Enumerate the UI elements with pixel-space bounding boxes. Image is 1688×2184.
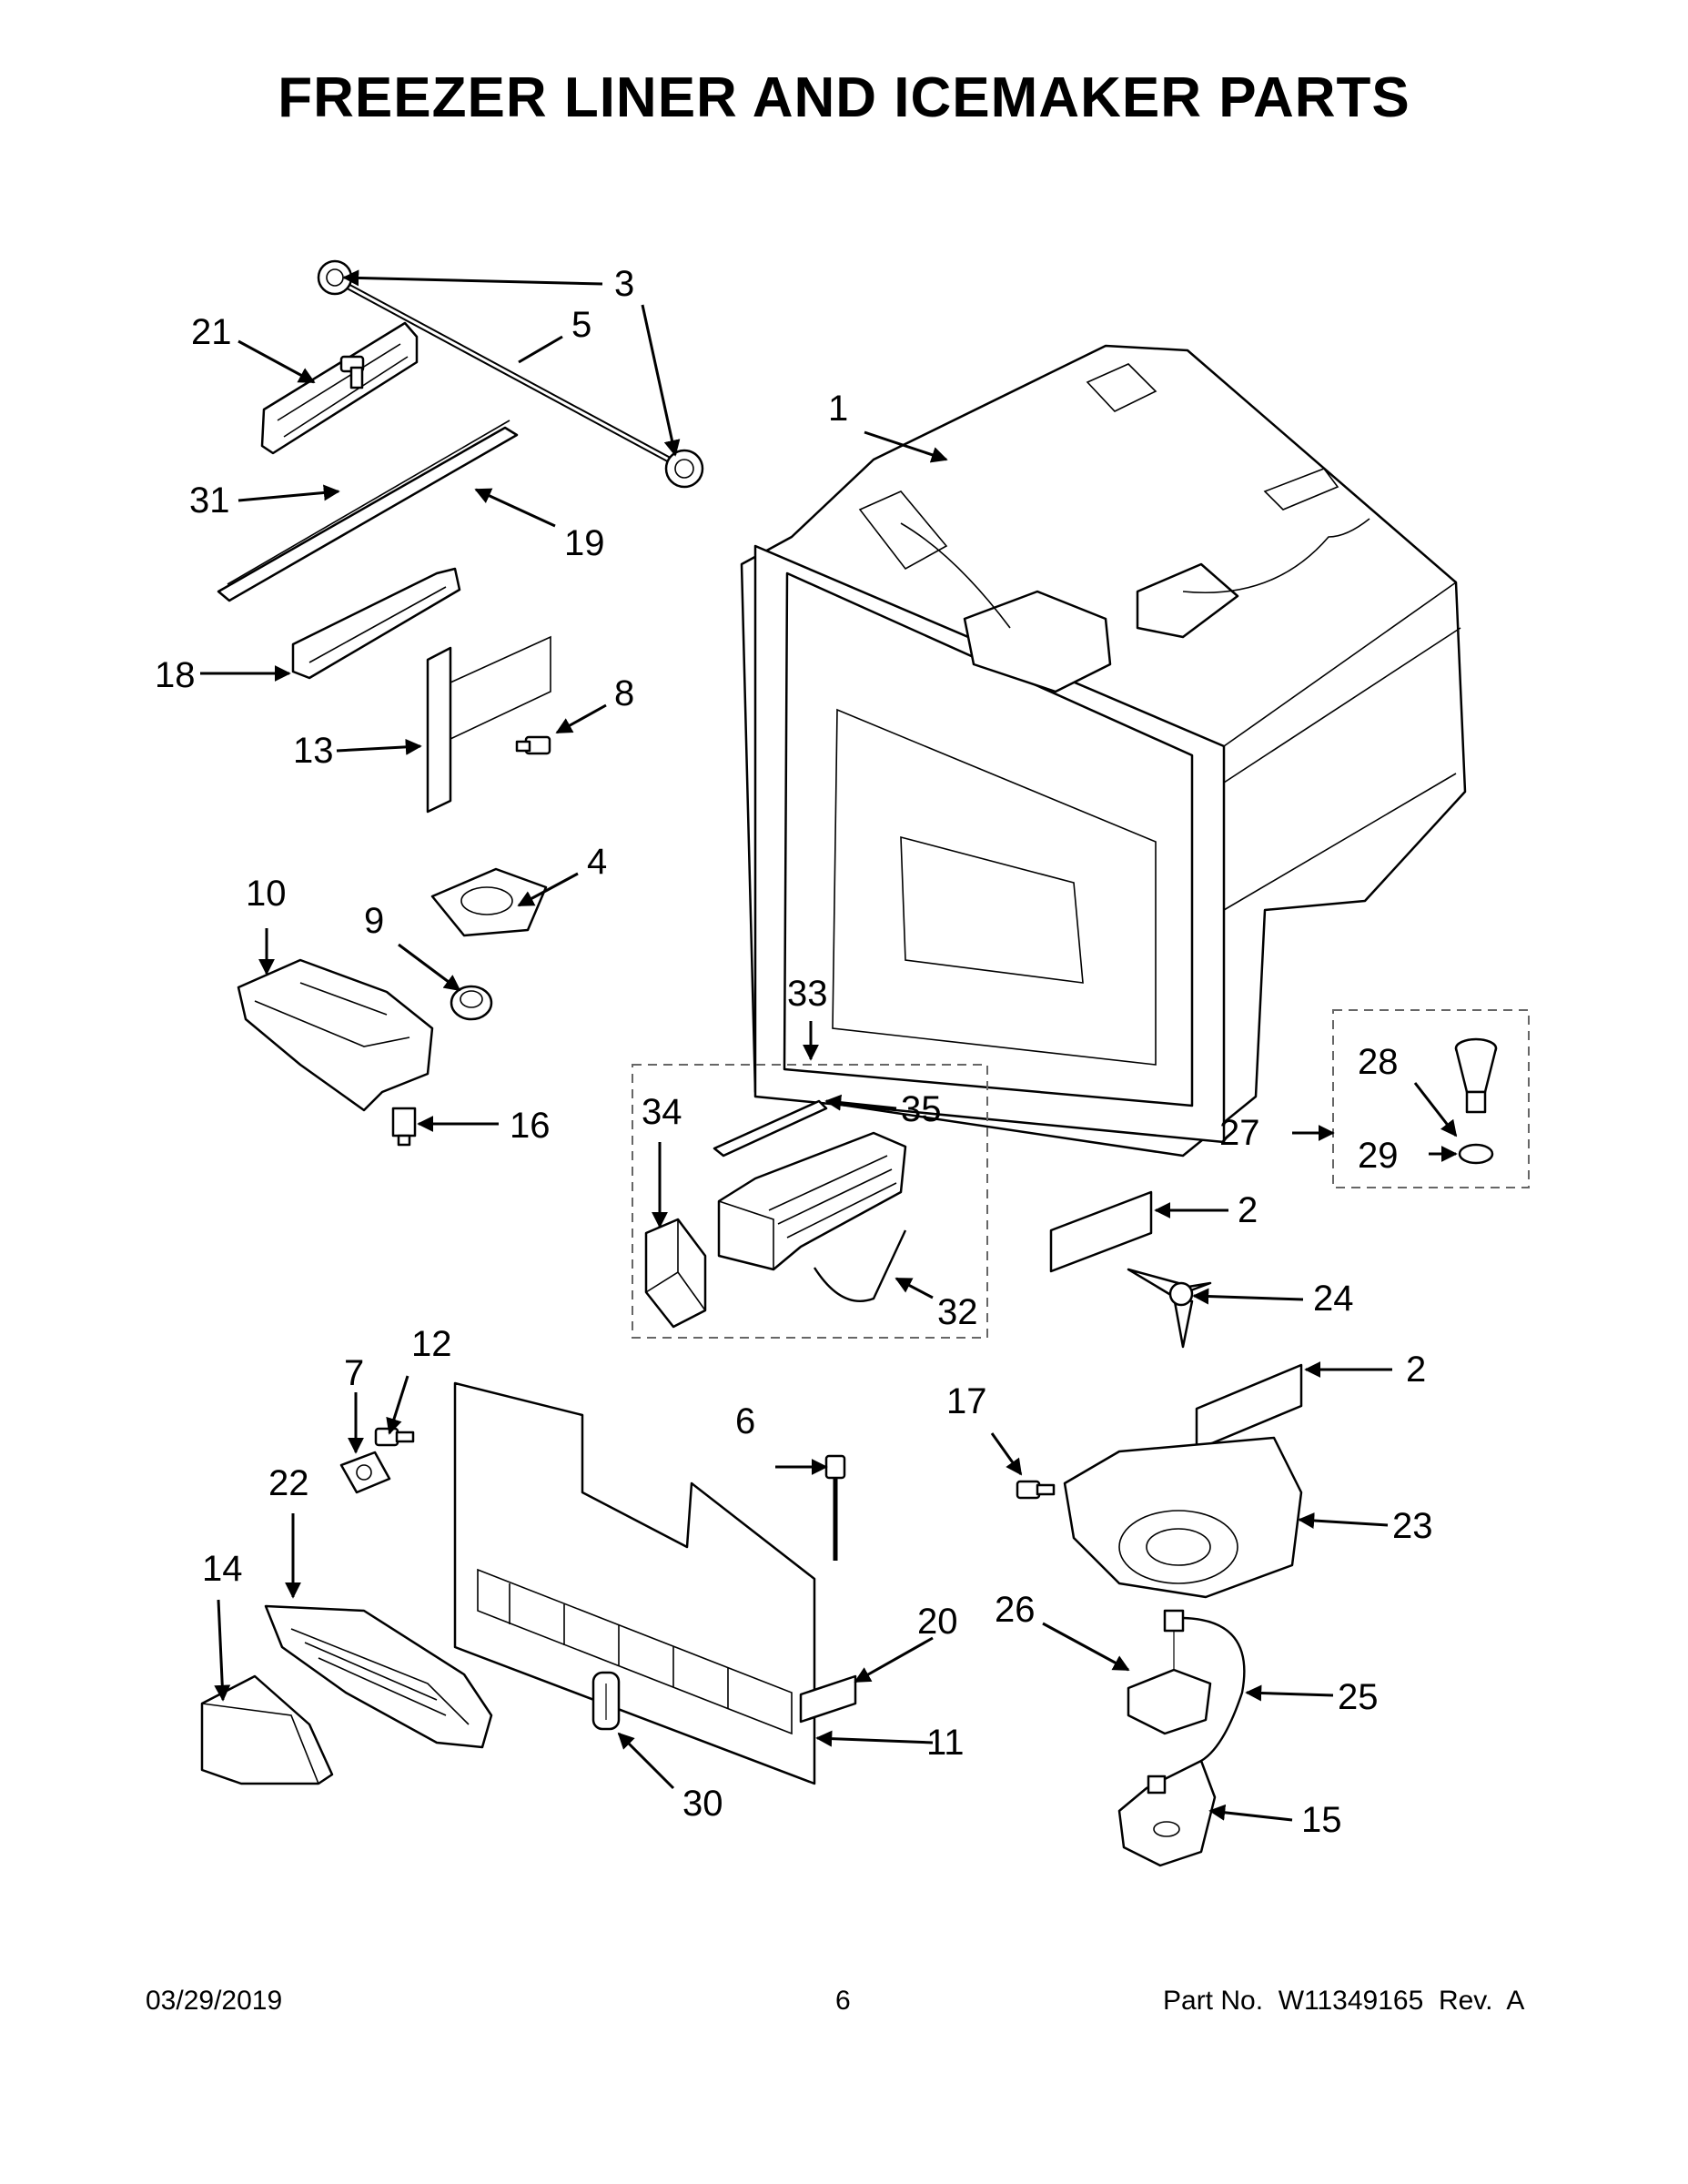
part-19-rail xyxy=(217,420,519,602)
callout-35: 35 xyxy=(901,1089,942,1129)
callout-8: 8 xyxy=(614,673,634,713)
callout-26: 26 xyxy=(995,1590,1036,1630)
part-21-bracket xyxy=(260,321,419,455)
callout-17: 17 xyxy=(946,1381,987,1421)
callout-13: 13 xyxy=(293,731,334,771)
callout-10: 10 xyxy=(246,874,287,914)
shaft-with-gears xyxy=(317,259,704,489)
part-15-bracket xyxy=(1117,1759,1217,1867)
page-title: FREEZER LINER AND ICEMAKER PARTS xyxy=(278,66,1410,129)
part-18-bracket xyxy=(291,567,461,680)
footer-page-number: 6 xyxy=(835,1986,851,2016)
callout-30: 30 xyxy=(682,1784,723,1824)
callout-7: 7 xyxy=(344,1353,364,1393)
part-23-fan-housing xyxy=(1063,1436,1303,1599)
callout-23: 23 xyxy=(1392,1506,1433,1546)
callout-14: 14 xyxy=(202,1549,243,1589)
callout-6: 6 xyxy=(735,1401,755,1441)
callout-27: 27 xyxy=(1219,1113,1260,1153)
part-11-panel xyxy=(453,1381,816,1785)
part-8-screw xyxy=(515,735,551,755)
part-29-washer xyxy=(1458,1143,1494,1165)
part-20-strip xyxy=(799,1674,857,1724)
part-9-knob xyxy=(450,985,493,1021)
callout-25: 25 xyxy=(1338,1677,1379,1717)
callout-16: 16 xyxy=(510,1106,551,1146)
callout-2-lower: 2 xyxy=(1406,1350,1426,1390)
callout-29: 29 xyxy=(1358,1136,1399,1176)
part-2-pad-lower xyxy=(1195,1363,1303,1451)
callout-19: 19 xyxy=(564,523,605,563)
part-35-harness xyxy=(713,1099,828,1158)
part-16-connector xyxy=(391,1107,417,1147)
part-13-bracket xyxy=(426,635,551,814)
part-2-pad-upper xyxy=(1049,1190,1153,1273)
callout-24: 24 xyxy=(1313,1279,1354,1319)
callout-11: 11 xyxy=(926,1723,965,1763)
part-12-screw xyxy=(374,1427,415,1447)
callout-15: 15 xyxy=(1301,1800,1342,1840)
callout-5: 5 xyxy=(571,305,591,345)
part-34-cover xyxy=(644,1218,707,1329)
footer-part-number: Part No. W11349165 Rev. A xyxy=(1163,1986,1525,2016)
callout-20: 20 xyxy=(917,1602,958,1642)
part-7-bracket xyxy=(339,1451,391,1494)
callout-22: 22 xyxy=(268,1463,309,1503)
callout-34: 34 xyxy=(642,1092,682,1132)
part-28-fitting xyxy=(1454,1037,1498,1114)
callout-28: 28 xyxy=(1358,1042,1399,1082)
part-14-cover xyxy=(200,1674,334,1785)
callout-numbers: 1 2 2 3 4 5 6 7 8 9 10 11 12 13 14 15 16… xyxy=(155,264,1433,1840)
part-26-fan-motor xyxy=(1127,1609,1212,1735)
icemaker-kit-box xyxy=(632,1064,988,1339)
icemaker-body xyxy=(717,1131,907,1271)
callout-3: 3 xyxy=(614,264,634,304)
part-22-grille xyxy=(264,1604,493,1749)
callout-31: 31 xyxy=(189,480,230,521)
part-30-clip xyxy=(591,1671,621,1731)
part-24-fan-blade xyxy=(1127,1268,1212,1349)
callout-18: 18 xyxy=(155,655,196,695)
callout-2-upper: 2 xyxy=(1238,1190,1258,1230)
footer-date: 03/29/2019 xyxy=(146,1986,283,2016)
part-6-sensor xyxy=(824,1454,846,1561)
callout-21: 21 xyxy=(191,312,232,352)
callout-4: 4 xyxy=(587,842,607,882)
part-4-cover xyxy=(430,867,548,937)
part-31-screw xyxy=(339,355,365,389)
leader-lines xyxy=(200,269,1458,1822)
callout-12: 12 xyxy=(411,1324,452,1364)
callout-32: 32 xyxy=(937,1292,978,1332)
freezer-liner xyxy=(740,344,1467,1158)
callout-33: 33 xyxy=(787,974,828,1014)
part-17-screw xyxy=(1016,1480,1056,1500)
part-32-bail-arm xyxy=(813,1229,907,1302)
callout-9: 9 xyxy=(364,901,384,941)
callout-1: 1 xyxy=(828,389,848,429)
part-25-wire xyxy=(1182,1616,1246,1763)
part-27-kit-box xyxy=(1332,1009,1530,1188)
part-10-housing xyxy=(237,958,434,1112)
